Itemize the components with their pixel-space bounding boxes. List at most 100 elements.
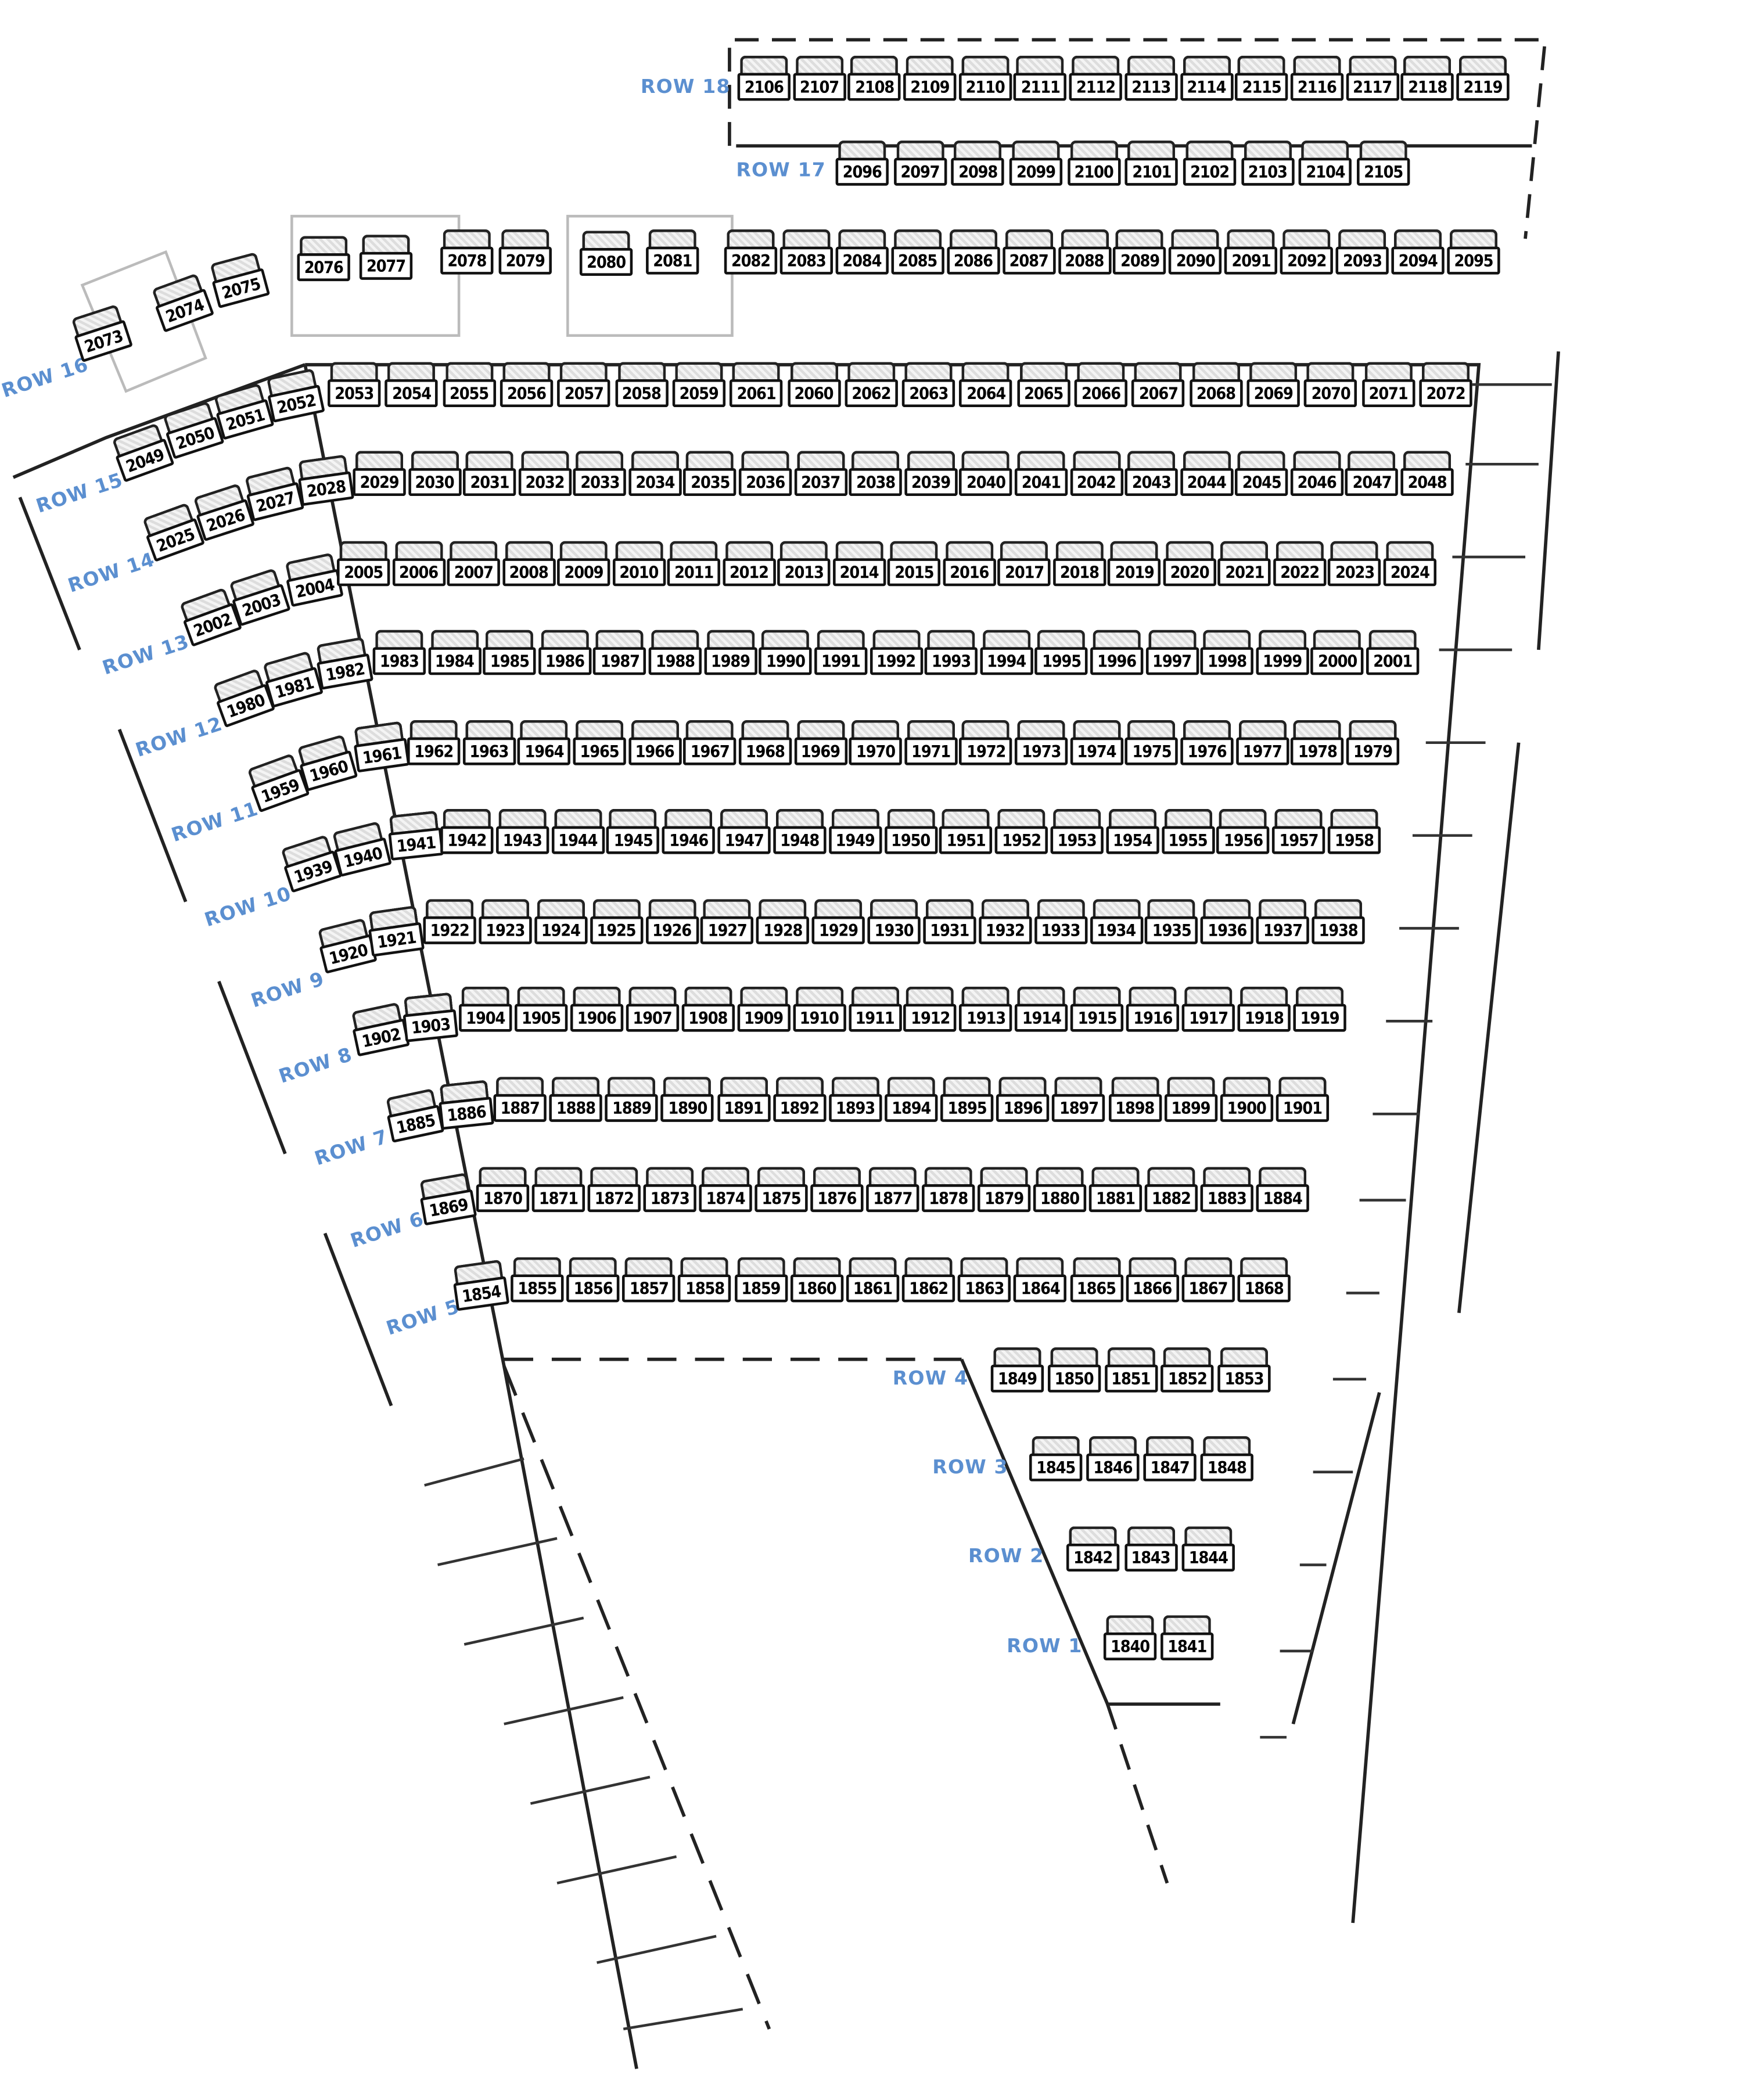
seat[interactable]: 2111 xyxy=(1014,55,1067,101)
seat[interactable]: 2077 xyxy=(359,235,413,280)
seat[interactable]: 1935 xyxy=(1145,899,1198,944)
seat[interactable]: 1961 xyxy=(351,721,410,773)
seat[interactable]: 2103 xyxy=(1241,141,1294,186)
seat[interactable]: 1886 xyxy=(437,1080,494,1130)
seat[interactable]: 2009 xyxy=(557,541,610,587)
seat[interactable]: 2065 xyxy=(1016,362,1070,408)
seat[interactable]: 1860 xyxy=(790,1257,843,1303)
seat[interactable]: 1973 xyxy=(1015,720,1068,765)
seat[interactable]: 2069 xyxy=(1246,362,1300,408)
seat[interactable]: 1998 xyxy=(1200,630,1254,675)
seat[interactable]: 1873 xyxy=(643,1167,696,1213)
seat[interactable]: 2031 xyxy=(463,451,516,497)
seat[interactable]: 1947 xyxy=(717,808,771,854)
seat[interactable]: 1903 xyxy=(401,992,459,1042)
seat[interactable]: 2000 xyxy=(1310,630,1364,675)
seat[interactable]: 2047 xyxy=(1345,451,1399,497)
seat[interactable]: 1870 xyxy=(476,1167,530,1213)
seat[interactable]: 2119 xyxy=(1456,55,1510,101)
seat[interactable]: 1984 xyxy=(427,630,482,675)
seat[interactable]: 1942 xyxy=(440,808,494,854)
seat[interactable]: 2048 xyxy=(1400,451,1454,497)
seat[interactable]: 2064 xyxy=(960,362,1013,408)
seat[interactable]: 1846 xyxy=(1086,1436,1140,1482)
seat[interactable]: 1951 xyxy=(939,808,993,854)
seat[interactable]: 1843 xyxy=(1124,1526,1177,1572)
seat[interactable]: 2112 xyxy=(1069,55,1123,101)
seat[interactable]: 2066 xyxy=(1074,362,1128,408)
seat[interactable]: 2053 xyxy=(328,362,381,408)
seat[interactable]: 1887 xyxy=(493,1077,547,1122)
seat[interactable]: 1922 xyxy=(423,899,476,944)
seat[interactable]: 2029 xyxy=(353,451,406,497)
seat[interactable]: 2100 xyxy=(1067,141,1120,186)
seat[interactable]: 1863 xyxy=(958,1257,1011,1303)
seat[interactable]: 2034 xyxy=(628,451,682,497)
seat[interactable]: 1988 xyxy=(648,630,702,675)
seat[interactable]: 2110 xyxy=(958,55,1012,101)
seat[interactable]: 2080 xyxy=(579,231,633,276)
seat[interactable]: 2072 xyxy=(1419,362,1472,408)
seat[interactable]: 1892 xyxy=(773,1077,826,1122)
seat[interactable]: 2082 xyxy=(724,229,778,275)
seat[interactable]: 1847 xyxy=(1143,1436,1197,1482)
seat[interactable]: 1967 xyxy=(683,720,737,765)
seat[interactable]: 2118 xyxy=(1401,55,1454,101)
seat[interactable]: 1911 xyxy=(848,986,901,1032)
seat[interactable]: 1913 xyxy=(959,986,1013,1032)
seat[interactable]: 1972 xyxy=(960,720,1013,765)
seat[interactable]: 2013 xyxy=(777,541,831,587)
seat[interactable]: 1986 xyxy=(538,630,592,675)
seat[interactable]: 1904 xyxy=(459,986,512,1032)
seat[interactable]: 2021 xyxy=(1218,541,1271,587)
seat[interactable]: 2079 xyxy=(498,229,552,275)
seat[interactable]: 1983 xyxy=(372,630,426,675)
seat[interactable]: 1915 xyxy=(1070,986,1124,1032)
seat[interactable]: 2060 xyxy=(787,362,840,408)
seat[interactable]: 1928 xyxy=(756,899,810,944)
seat[interactable]: 2059 xyxy=(672,362,725,408)
seat[interactable]: 2089 xyxy=(1113,229,1167,275)
seat[interactable]: 1866 xyxy=(1125,1257,1179,1303)
seat[interactable]: 1926 xyxy=(645,899,699,944)
seat[interactable]: 1853 xyxy=(1217,1347,1271,1393)
seat[interactable]: 1875 xyxy=(755,1167,808,1213)
seat[interactable]: 1979 xyxy=(1346,720,1400,765)
seat[interactable]: 2057 xyxy=(557,362,610,408)
seat[interactable]: 1923 xyxy=(479,899,532,944)
seat[interactable]: 2090 xyxy=(1169,229,1222,275)
seat[interactable]: 1883 xyxy=(1200,1167,1253,1213)
seat[interactable]: 1858 xyxy=(678,1257,732,1303)
seat[interactable]: 1849 xyxy=(990,1347,1044,1393)
seat[interactable]: 1869 xyxy=(417,1172,477,1226)
seat[interactable]: 1855 xyxy=(511,1257,564,1303)
seat[interactable]: 2015 xyxy=(888,541,941,587)
seat[interactable]: 2014 xyxy=(832,541,886,587)
seat[interactable]: 2041 xyxy=(1014,451,1068,497)
seat[interactable]: 2016 xyxy=(943,541,996,587)
seat[interactable]: 2088 xyxy=(1058,229,1111,275)
seat[interactable]: 1908 xyxy=(681,986,735,1032)
seat[interactable]: 1897 xyxy=(1052,1077,1106,1122)
seat[interactable]: 2007 xyxy=(447,541,500,587)
seat[interactable]: 1905 xyxy=(514,986,568,1032)
seat[interactable]: 1884 xyxy=(1256,1167,1309,1213)
seat[interactable]: 1927 xyxy=(700,899,754,944)
seat[interactable]: 1991 xyxy=(814,630,868,675)
seat[interactable]: 1933 xyxy=(1034,899,1087,944)
seat[interactable]: 2076 xyxy=(297,236,350,282)
seat[interactable]: 1868 xyxy=(1237,1257,1291,1303)
seat[interactable]: 1910 xyxy=(792,986,846,1032)
seat[interactable]: 1888 xyxy=(549,1077,603,1122)
seat[interactable]: 1917 xyxy=(1181,986,1235,1032)
seat[interactable]: 2102 xyxy=(1183,141,1237,186)
seat[interactable]: 1946 xyxy=(662,808,716,854)
seat[interactable]: 1963 xyxy=(462,720,516,765)
seat[interactable]: 2019 xyxy=(1108,541,1161,587)
seat[interactable]: 2042 xyxy=(1069,451,1123,497)
seat[interactable]: 2063 xyxy=(902,362,955,408)
seat[interactable]: 1945 xyxy=(606,808,660,854)
seat[interactable]: 2033 xyxy=(573,451,627,497)
seat[interactable]: 1856 xyxy=(566,1257,620,1303)
seat[interactable]: 1976 xyxy=(1180,720,1234,765)
